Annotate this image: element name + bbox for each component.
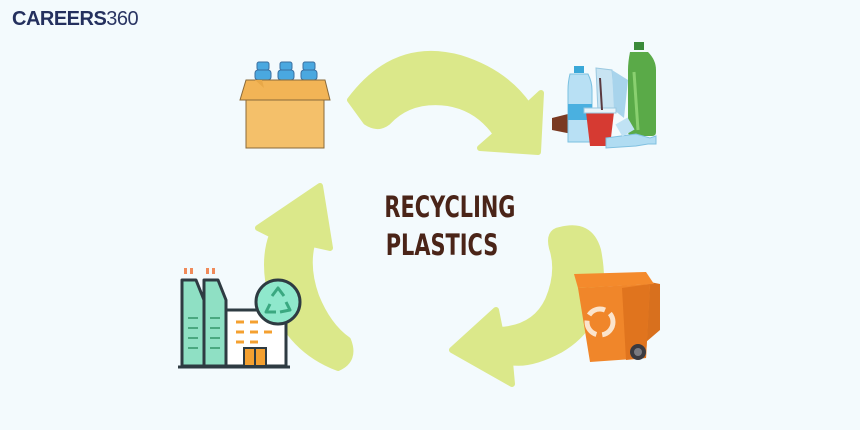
arrow-top-icon <box>347 50 544 155</box>
plastic-waste-pile-icon <box>552 42 657 149</box>
careers360-logo: CAREERS360 <box>12 8 139 31</box>
box-of-bottles-icon <box>239 61 331 149</box>
arrow-right-icon <box>449 225 604 387</box>
logo-brand: CAREERS <box>12 8 107 30</box>
recycling-bin-icon <box>574 272 660 362</box>
logo-number: 360 <box>106 8 139 30</box>
title-line-1: RECYCLING <box>384 190 516 224</box>
title-line-2: PLASTICS <box>385 228 499 262</box>
diagram-title: RECYCLING PLASTICS <box>384 188 516 264</box>
recycling-factory-icon <box>178 268 302 369</box>
